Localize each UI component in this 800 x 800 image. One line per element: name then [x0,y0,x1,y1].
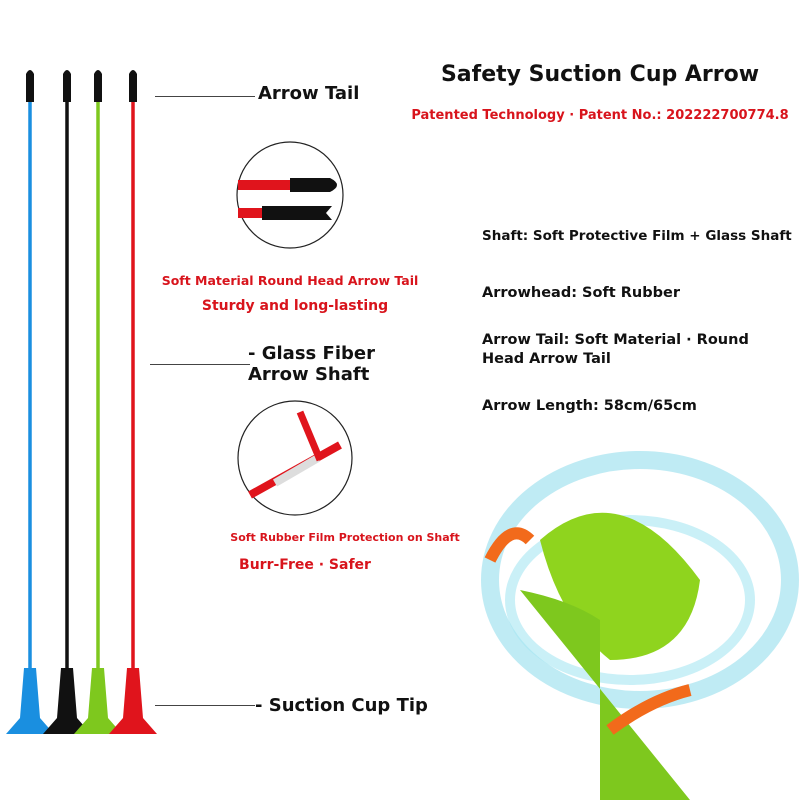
suction-tip-callout: - Suction Cup Tip [255,695,428,716]
spec-shaft: Shaft: Soft Protective Film + Glass Shaf… [482,228,792,244]
suction-cup-closeup [481,451,799,800]
page-title: Safety Suction Cup Arrow [440,62,760,87]
arrow-1 [43,70,91,734]
shaft-caption: Soft Rubber Film Protection on Shaft [230,531,460,544]
tail-caption: Soft Material Round Head Arrow Tail [161,273,419,288]
shaft-detail-image [237,400,353,516]
tail-detail-image [236,141,344,249]
arrow-shaft-callout: - Glass Fiber Arrow Shaft [248,343,375,385]
shaft-subcaption: Burr-Free · Safer [239,557,371,573]
arrow-tail-callout: Arrow Tail [258,83,360,104]
arrow-0 [6,70,54,734]
spec-tail: Arrow Tail: Soft Material · Round Head A… [482,332,749,367]
patent-text: Patented Technology · Patent No.: 202222… [411,108,789,123]
shaft-pointer-line [150,364,250,365]
tail-pointer-line [155,96,255,97]
tip-pointer-line [155,705,255,706]
arrow-3 [109,70,157,734]
arrow-2 [74,70,122,734]
tail-subcaption: Sturdy and long-lasting [201,298,389,314]
spec-arrowhead: Arrowhead: Soft Rubber [482,285,680,301]
spec-length: Arrow Length: 58cm/65cm [482,398,697,414]
